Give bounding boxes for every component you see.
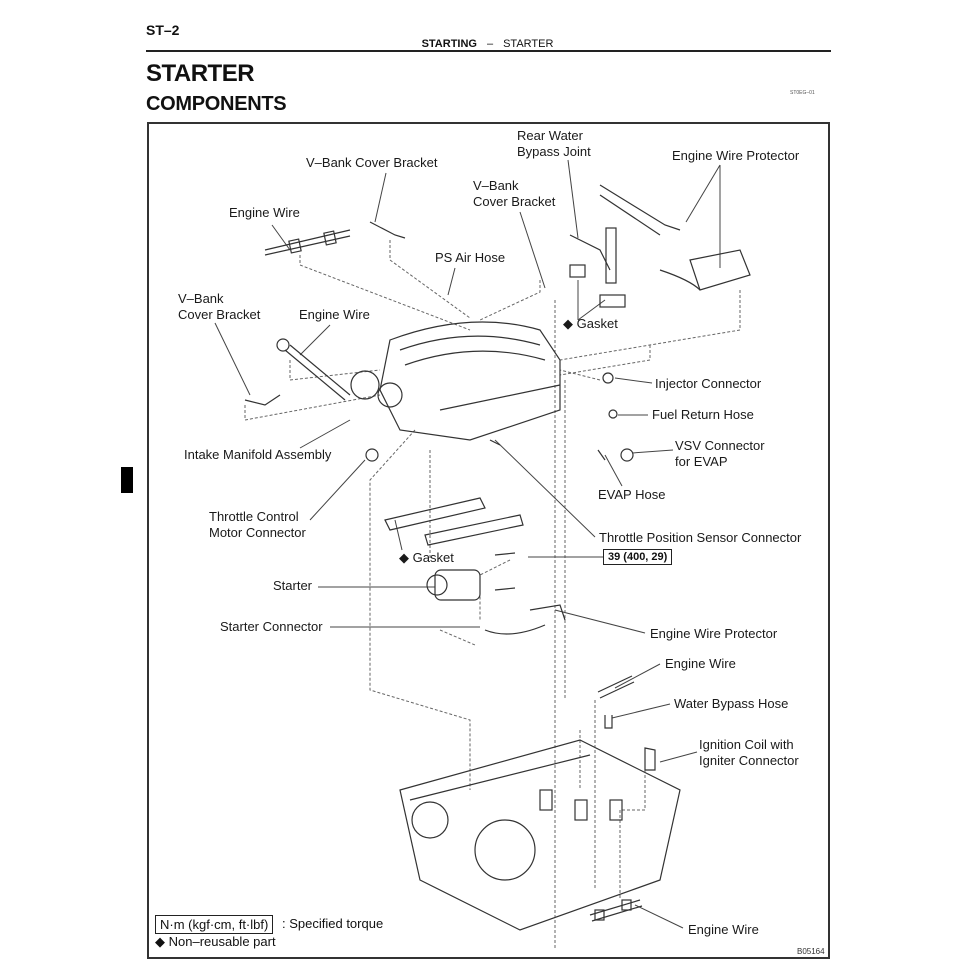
- document-code: ST0EG–01: [790, 90, 815, 96]
- non-reusable-diamond-icon: ◆: [563, 316, 573, 331]
- label-starter-connector: Starter Connector: [220, 619, 323, 634]
- page-number: ST–2: [146, 22, 180, 38]
- header-separator: –: [486, 38, 494, 50]
- label-intake-manifold-assembly: Intake Manifold Assembly: [184, 447, 332, 462]
- label-starter: Starter: [273, 578, 313, 593]
- label-v-bank-cover-bracket-mid-2: Cover Bracket: [473, 194, 556, 209]
- diagram-frame: [147, 122, 830, 959]
- label-throttle-control-1: Throttle Control: [209, 509, 299, 524]
- label-engine-wire-protector-top: Engine Wire Protector: [672, 148, 800, 163]
- page-subtitle: COMPONENTS: [146, 93, 287, 115]
- label-v-bank-cover-bracket-left-2: Cover Bracket: [178, 307, 261, 322]
- label-v-bank-cover-bracket-mid-1: V–Bank: [473, 178, 519, 193]
- label-engine-wire-right: Engine Wire: [665, 656, 736, 671]
- label-fuel-return-hose: Fuel Return Hose: [652, 407, 754, 422]
- page-title: STARTER: [146, 60, 255, 87]
- label-v-bank-cover-bracket-left-1: V–Bank: [178, 291, 224, 306]
- label-gasket-mid: ◆ Gasket: [399, 550, 454, 565]
- label-gasket-top: ◆ Gasket: [563, 316, 618, 331]
- label-evap-hose: EVAP Hose: [598, 487, 666, 502]
- header-rule: [146, 50, 831, 52]
- section-name: STARTING: [421, 38, 477, 50]
- label-engine-wire-protector-mid: Engine Wire Protector: [650, 626, 778, 641]
- label-ignition-coil-1: Ignition Coil with: [699, 737, 794, 752]
- subsection-name: STARTER: [503, 38, 554, 50]
- label-vsv-connector-1: VSV Connector: [675, 438, 765, 453]
- label-engine-wire-left: Engine Wire: [299, 307, 370, 322]
- label-v-bank-cover-bracket-top: V–Bank Cover Bracket: [306, 155, 438, 170]
- alignment-lines: [244, 240, 741, 950]
- label-ignition-coil-2: Igniter Connector: [699, 753, 799, 768]
- label-injector-connector: Injector Connector: [655, 376, 762, 391]
- label-throttle-control-2: Motor Connector: [209, 525, 306, 540]
- non-reusable-diamond-icon: ◆: [399, 550, 409, 565]
- label-rear-water-bypass-2: Bypass Joint: [517, 144, 591, 159]
- label-throttle-position-sensor-connector: Throttle Position Sensor Connector: [599, 530, 802, 545]
- label-engine-wire-bottom: Engine Wire: [688, 922, 759, 937]
- legend-torque-description: : Specified torque: [282, 916, 384, 931]
- component-sketches: [244, 184, 751, 931]
- figure-code: B05164: [797, 947, 825, 956]
- label-water-bypass-hose: Water Bypass Hose: [674, 696, 789, 711]
- leader-lines: [214, 159, 721, 929]
- legend-non-reusable: ◆ Non–reusable part: [155, 934, 276, 949]
- section-tab-marker: [121, 467, 133, 493]
- legend-torque-units: N·m (kgf·cm, ft·lbf): [155, 915, 274, 934]
- label-engine-wire-top: Engine Wire: [229, 205, 300, 220]
- label-rear-water-bypass-1: Rear Water: [517, 128, 583, 143]
- label-ps-air-hose: PS Air Hose: [435, 250, 506, 265]
- running-header: STARTING–STARTER: [0, 38, 975, 50]
- torque-spec-box: 39 (400, 29): [603, 549, 673, 565]
- label-vsv-connector-2: for EVAP: [675, 454, 728, 469]
